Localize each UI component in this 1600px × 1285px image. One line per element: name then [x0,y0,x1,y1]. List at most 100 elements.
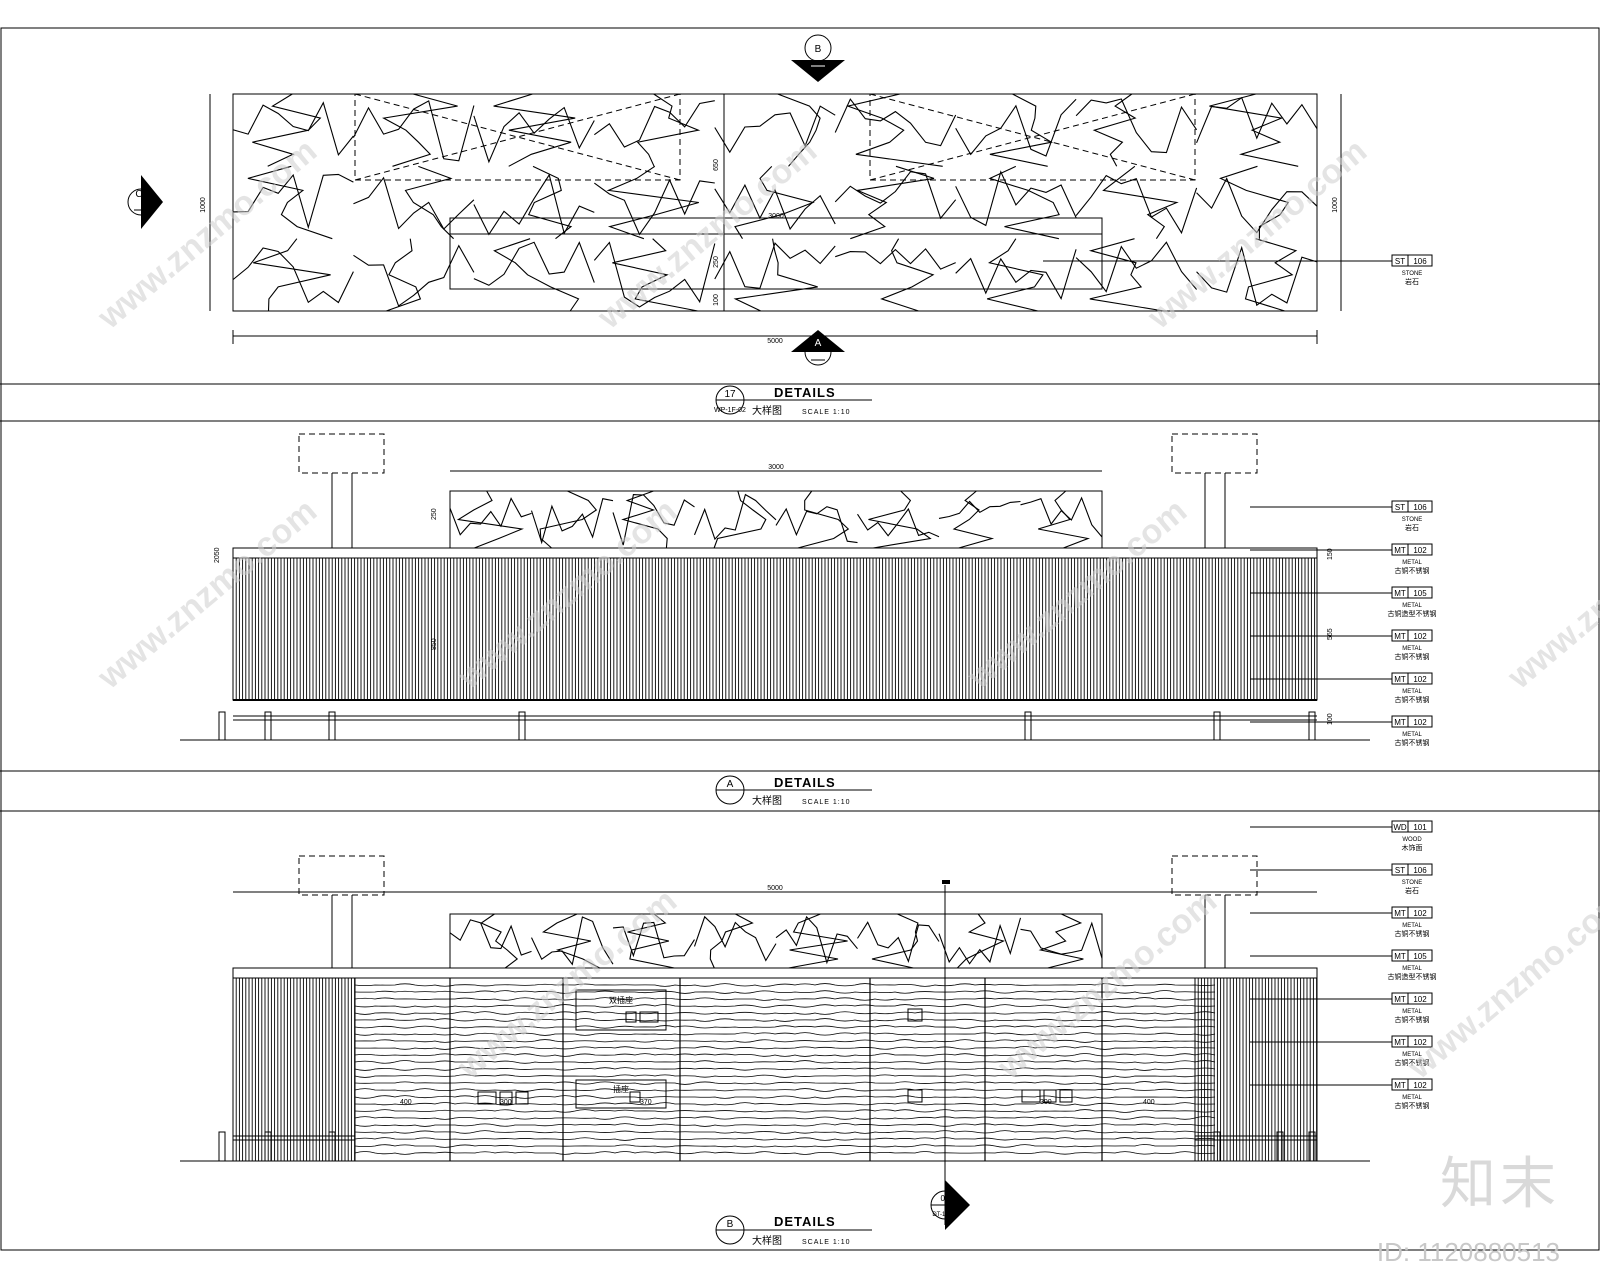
tag-material: METAL [1402,1009,1422,1015]
svg-text:DETAILS: DETAILS [774,385,836,400]
socket-icon [1059,1089,1073,1103]
tag-num: 105 [1413,589,1427,598]
metal-flutes [235,978,1318,1161]
vein [253,238,331,312]
tag-material: STONE [1402,517,1423,523]
watermark-text: www.znzmo.com [90,132,324,337]
stone-veining [449,913,1103,969]
grain-line [354,1130,1216,1134]
svg-text:SCALE 1:10: SCALE 1:10 [802,799,851,806]
detail-title-a: A DETAILS 大样图 SCALE 1:10 [715,775,872,807]
vein [938,917,1022,965]
section-marker-a: A [791,330,845,366]
tag-desc: 岩石 [1405,523,1419,532]
svg-text:C: C [135,189,142,200]
grain-line [354,1081,1216,1085]
vein [989,93,1054,167]
vein [386,238,422,312]
vein [449,919,532,956]
tag-code: MT [1394,1081,1406,1090]
pendant-light-right [1171,855,1258,896]
tag-material: WOOD [1402,837,1422,843]
vein [880,238,935,312]
svg-text:DETAILS: DETAILS [774,1214,836,1229]
vein [988,165,1060,240]
vein [612,494,695,546]
tag-code: MT [1394,1038,1406,1047]
vein [956,913,1006,969]
svg-text:01: 01 [941,1194,950,1203]
svg-text:17: 17 [724,389,736,400]
counter-top [232,967,1318,979]
tag-desc: 古铜不锈钢 [1395,652,1430,661]
tag-num: 102 [1413,1038,1427,1047]
dim-text: 400 [1143,1099,1155,1106]
tag-code: MT [1394,995,1406,1004]
grain-line [354,1102,1216,1106]
svg-text:STONE: STONE [1402,271,1423,277]
grain-line [354,1039,1216,1043]
socket-icon [477,1091,497,1105]
wood-grain [354,978,1216,1161]
vein [850,165,935,240]
svg-text:大样图: 大样图 [752,404,782,417]
vein [1196,177,1318,234]
vein [871,913,919,969]
rail-post [218,1131,226,1162]
vein [404,165,454,240]
tag-desc: 木饰面 [1402,843,1423,852]
dim-inner-h3-text: 100 [713,294,720,306]
vein [857,921,940,964]
tag-code: ST [1395,503,1405,512]
vein [247,165,333,240]
tag-num: 102 [1413,1081,1427,1090]
svg-text:DETAILS: DETAILS [774,775,836,790]
tag-material: METAL [1402,1052,1422,1058]
vein [353,244,475,307]
tag-code: MT [1394,718,1406,727]
grain-line [354,1116,1216,1120]
vein [834,98,957,147]
material-tag-st106: ST 106 STONE 岩石 [1391,254,1433,286]
dim-text: 150 [1327,548,1334,560]
detail-title-b: B DETAILS 大样图 SCALE 1:10 [715,1214,872,1247]
tag-material: METAL [1402,923,1422,929]
vein [955,98,1077,157]
grain-line [354,1123,1216,1127]
sheet-border [0,27,1600,1251]
svg-text:WP-1F-02: WP-1F-02 [714,407,746,414]
vein [845,93,943,167]
stone-veining [449,490,1103,549]
watermark-text: www.znzmo.com [1500,492,1600,697]
tag-desc: 古铜不锈钢 [1395,738,1430,747]
vein [473,106,595,164]
tag-desc: 古铜不锈钢 [1395,695,1430,704]
tag-code: MT [1394,589,1406,598]
watermark-text: www.znzmo.com [960,492,1194,697]
socket-label: 插座 [613,1084,629,1094]
vein [636,93,701,167]
brand-id: ID: 1120880513 [1376,1237,1560,1267]
elevation-b: 5000 双插座 插座 400 300 370 300 400 [180,820,1437,1247]
vein [938,500,1021,519]
grain-line [354,1046,1216,1050]
hidden-outline-right [869,93,1196,181]
vein [714,242,836,289]
tag-material: METAL [1402,966,1422,972]
svg-text:A: A [727,779,734,790]
vein [456,490,524,549]
vein [777,93,821,167]
vein [797,490,850,549]
socket-icon [639,1011,659,1023]
tag-desc: 岩石 [1405,886,1419,895]
svg-text:B: B [815,44,822,55]
vein [788,913,848,969]
vein [693,915,777,962]
tag-code: MT [1394,546,1406,555]
pendant-light-left [298,433,385,474]
tag-material: METAL [1402,646,1422,652]
